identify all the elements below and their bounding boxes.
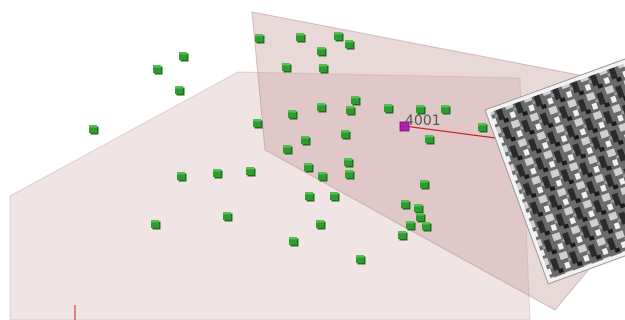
cube-top (414, 204, 422, 207)
cube-top (317, 103, 325, 106)
green-cube-icon[interactable] (179, 52, 189, 62)
cube-top (406, 221, 414, 224)
cube-top (282, 63, 290, 66)
cube-top (317, 47, 325, 50)
cube-top (401, 200, 409, 203)
cube-top (296, 33, 304, 36)
green-cube-icon[interactable] (153, 65, 163, 75)
cube-top (305, 192, 313, 195)
cube-top (175, 86, 183, 89)
cube-top (356, 255, 364, 258)
cube-top (416, 105, 424, 108)
cube-top (213, 169, 221, 172)
cube-top (384, 104, 392, 107)
cube-top (398, 231, 406, 234)
cube-top (334, 32, 342, 35)
cube-top (177, 172, 185, 175)
cube-top (89, 125, 97, 128)
cube-top (246, 167, 254, 170)
cube-top (330, 192, 338, 195)
green-cube-icon[interactable] (89, 125, 99, 135)
cube-top (318, 172, 326, 175)
cube-top (420, 180, 428, 183)
cube-top (301, 136, 309, 139)
cube-top (288, 110, 296, 113)
green-cube-icon[interactable] (175, 86, 185, 96)
cube-top (253, 119, 261, 122)
cube-top (153, 65, 161, 68)
cube-top (346, 106, 354, 109)
cube-top (255, 34, 263, 37)
cube-top (345, 170, 353, 173)
cube-top (223, 212, 231, 215)
cube-top (316, 220, 324, 223)
cube-top (319, 64, 327, 67)
cube-top (478, 123, 486, 126)
cube-top (304, 163, 312, 166)
point-id-label: 4001 (405, 113, 441, 129)
cube-top (351, 96, 359, 99)
cube-top (345, 40, 353, 43)
cube-top (179, 52, 187, 55)
cube-top (441, 105, 449, 108)
cube-top (422, 222, 430, 225)
cube-top (289, 237, 297, 240)
cube-top (341, 130, 349, 133)
cube-top (425, 135, 433, 138)
cube-top (416, 213, 424, 216)
cube-top (283, 145, 291, 148)
cube-top (151, 220, 159, 223)
cube-top (344, 158, 352, 161)
